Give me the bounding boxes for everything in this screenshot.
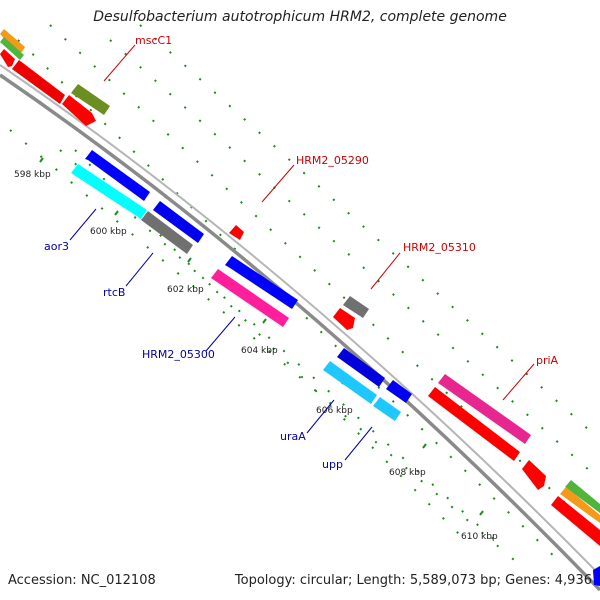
tick-label-604: 604 kbp	[241, 346, 278, 356]
callout-upp	[344, 426, 373, 461]
accession-text: Accession: NC_012108	[8, 573, 156, 588]
gene-arrow-green-topleft[interactable]	[0, 37, 24, 60]
gene-arrow-blue-upper[interactable]	[85, 150, 150, 201]
gene-labels[interactable]: mscC1 HRM2_05290 HRM2_05310 priA aor3 rt…	[44, 34, 559, 471]
genome-summary-text: Topology: circular; Length: 5,589,073 bp…	[234, 573, 592, 588]
gene-arrow-red-lower-small[interactable]	[522, 460, 546, 490]
gene-arrow-orange-bottomright[interactable]	[560, 487, 600, 523]
callout-rtcb	[125, 252, 154, 287]
label-hrm2-05290[interactable]: HRM2_05290	[296, 154, 369, 167]
gene-arrow-green-bottomright[interactable]	[565, 480, 600, 513]
gene-arrow-red-topleft[interactable]	[12, 60, 65, 104]
callout-hrm2-05310	[370, 252, 401, 290]
genome-backbone	[0, 64, 600, 592]
tick-label-598: 598 kbp	[14, 170, 51, 180]
gene-arrow-hrm2-05300[interactable]	[211, 269, 289, 327]
tick-label-610: 610 kbp	[461, 532, 498, 542]
gene-arrow-red-mid[interactable]	[62, 95, 96, 126]
callout-hrm2-05300	[205, 316, 236, 352]
callout-mscc1	[103, 44, 136, 82]
gene-arrow-uraa[interactable]	[323, 361, 377, 404]
gene-arrow-red-bottomright[interactable]	[551, 496, 600, 546]
gene-arrow-red-topleft-small[interactable]	[0, 49, 15, 67]
gene-arrow-mscc1[interactable]	[71, 84, 110, 115]
map-title: Desulfobacterium autotrophicum HRM2, com…	[93, 9, 507, 25]
gene-arrow-blue-mid[interactable]	[225, 256, 298, 309]
callout-aor3	[69, 208, 97, 241]
gene-arrow-blue-small[interactable]	[386, 380, 412, 403]
gene-arrow-aor3[interactable]	[71, 164, 147, 219]
tick-label-606: 606 kbp	[316, 406, 353, 416]
tick-label-608: 608 kbp	[389, 468, 426, 478]
gene-arrow-hrm2-05290[interactable]	[229, 225, 244, 240]
gene-arrow-upp[interactable]	[373, 397, 401, 421]
label-aor3[interactable]: aor3	[44, 240, 69, 253]
gene-arrow-rtcb[interactable]	[141, 211, 193, 254]
callout-pria	[502, 363, 535, 401]
label-rtcb[interactable]: rtcB	[103, 286, 125, 299]
gene-arrow-hrm2-05310[interactable]	[343, 296, 369, 318]
gene-arrow-blue-right[interactable]	[153, 201, 204, 243]
label-callout-lines	[69, 44, 535, 461]
tick-label-600: 600 kbp	[90, 227, 127, 237]
label-hrm2-05300[interactable]: HRM2_05300	[142, 348, 215, 361]
gene-arrow-orange-topleft[interactable]	[0, 29, 25, 53]
label-mscc1[interactable]: mscC1	[135, 34, 172, 47]
gene-arrow-blue-bottomright[interactable]	[593, 566, 600, 586]
tick-labels: 598 kbp 600 kbp 602 kbp 604 kbp 606 kbp …	[14, 170, 498, 542]
gene-arrow-red-small-mid[interactable]	[333, 308, 355, 330]
label-pria[interactable]: priA	[536, 354, 559, 367]
gene-arrow-blue-lower[interactable]	[337, 348, 385, 387]
label-upp[interactable]: upp	[322, 458, 343, 471]
callout-hrm2-05290	[261, 164, 295, 203]
tick-label-602: 602 kbp	[167, 285, 204, 295]
gene-arrow-red-lower[interactable]	[428, 387, 520, 461]
gene-arrow-pria[interactable]	[438, 374, 531, 444]
callout-uraa	[306, 399, 335, 434]
gene-features[interactable]	[0, 29, 600, 586]
tick-marks	[39, 157, 484, 516]
label-hrm2-05310[interactable]: HRM2_05310	[403, 241, 476, 254]
label-uraa[interactable]: uraA	[280, 430, 306, 443]
